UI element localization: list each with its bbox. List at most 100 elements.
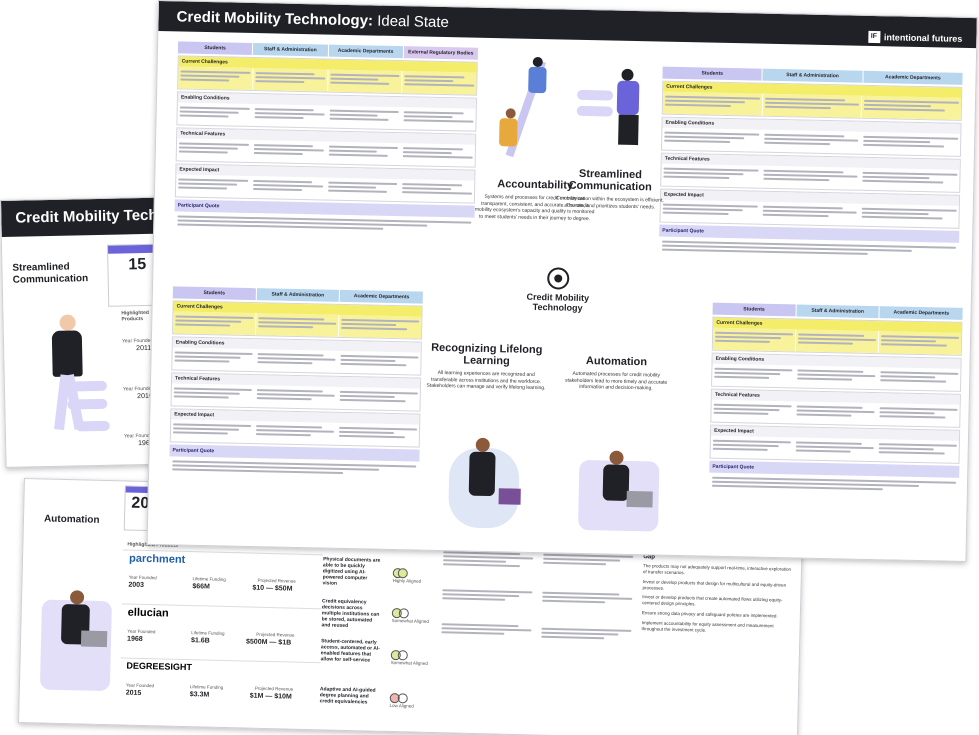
feature-label: Physical documents are able to be quickl…: [322, 556, 381, 587]
vendor-row: DEGREESIGHT Year Founded 2015 Lifetime F…: [119, 657, 321, 713]
pillar-description: Automated processes for credit mobility …: [564, 370, 668, 392]
pillar-description: All learning experiences are recognized …: [426, 370, 546, 392]
alignment-label: Low Aligned: [389, 702, 414, 709]
funding-label: Lifetime Funding: [191, 630, 225, 636]
gap-column: Gap The products may not adequately supp…: [641, 554, 793, 639]
year-founded-label: Year Founded: [121, 337, 154, 345]
main-header: Credit Mobility Technology: Ideal State …: [158, 1, 977, 49]
revenue-value: $500M — $1B: [245, 638, 292, 647]
back-sheet-title: Credit Mobility Techno: [1, 197, 160, 237]
technical-features-section: Technical Features: [175, 127, 477, 168]
funding-value: $1.6B: [190, 637, 210, 645]
column-header: Academic Departments: [879, 306, 963, 320]
revenue-label: Projected Revenue: [257, 577, 296, 584]
analysis-column: [441, 549, 534, 637]
back-sheet-streamlined-communication: Credit Mobility Techno Streamlined Commu…: [0, 196, 166, 468]
year-founded-value: 1968: [127, 635, 143, 643]
funding-label: Lifetime Funding: [192, 576, 226, 582]
center-hub: Credit Mobility Technology: [513, 267, 604, 315]
column-header: Staff & Administration: [253, 43, 328, 57]
brand: IF intentional futures: [867, 23, 963, 48]
alignment-label: Highly Aligned: [392, 578, 422, 584]
alignment-label: Somewhat Aligned: [391, 618, 429, 624]
gap-item: Invest or develop products that design f…: [642, 578, 787, 591]
funding-value: $66M: [192, 583, 210, 591]
person-at-laptop-illustration: [39, 559, 118, 711]
title-suffix: Ideal State: [372, 12, 450, 32]
accountability-quadrant: Students Staff & Administration Academic…: [174, 41, 479, 237]
analysis-column: [541, 552, 634, 642]
chat-bubble: [75, 420, 110, 432]
vendor-logo: parchment: [128, 552, 186, 566]
enabling-conditions-section: Enabling Conditions: [176, 91, 478, 132]
column-header: External Regulatory Bodies: [403, 46, 479, 60]
revenue-value: $1M — $10M: [249, 692, 292, 701]
brand-name: intentional futures: [883, 31, 963, 44]
column-header: Academic Departments: [340, 289, 423, 304]
year-founded-label: Year Founded: [125, 682, 155, 689]
technical-features-section: Technical Features: [170, 372, 422, 412]
main-sheet-ideal-state: Credit Mobility Technology: Ideal State …: [146, 0, 978, 563]
chat-bubble: [66, 380, 108, 392]
current-challenges-section: Current Challenges: [172, 300, 423, 340]
current-challenges-section: Current Challenges: [177, 55, 478, 96]
year-founded-value: 2015: [125, 689, 142, 697]
current-challenges-section: Current Challenges: [711, 316, 963, 356]
funding-label: Lifetime Funding: [189, 684, 224, 690]
year-founded-label: Year Founded: [128, 574, 157, 581]
brand-logo-icon: IF: [867, 30, 881, 43]
column-header: Staff & Administration: [762, 68, 863, 83]
current-challenges-section: Current Challenges: [661, 80, 963, 121]
climbing-people-illustration: [491, 48, 563, 169]
technical-features-section: Technical Features: [710, 388, 961, 428]
back-sheet-subtitle: Streamlined Communication: [12, 261, 89, 286]
column-header: Students: [662, 66, 763, 81]
year-founded-value: 2011: [136, 344, 152, 353]
vendor-logo: ellucian: [127, 606, 169, 620]
column-header: Staff & Administration: [796, 304, 880, 319]
chat-bubble: [67, 398, 108, 410]
enabling-conditions-section: Enabling Conditions: [171, 336, 422, 376]
chatting-people-illustration: [576, 60, 658, 162]
network-icon: [547, 267, 570, 290]
gap-item: Implement accountability for equity asse…: [641, 620, 774, 633]
laptop-person-illustration: [568, 430, 670, 542]
pillar-lifelong-learning: Recognizing Lifelong Learning All learni…: [426, 342, 547, 392]
feature-label: Adaptive and AI-guided degree planning a…: [319, 686, 376, 706]
revenue-label: Projected Revenue: [256, 631, 295, 638]
alignment-label: Somewhat Aligned: [390, 660, 428, 666]
participant-quote-body: [709, 473, 959, 498]
pillar-communication: Streamlined Communication Communication …: [555, 167, 666, 210]
alignment-indicator: Low Aligned: [389, 693, 429, 709]
gap-item: The products may not adequately support …: [642, 563, 792, 576]
alignment-indicator: Highly Aligned: [393, 568, 433, 584]
alignment-indicator: Somewhat Aligned: [391, 650, 431, 666]
title-prefix: Credit Mobility Technology:: [176, 8, 374, 30]
technical-features-section: Technical Features: [660, 152, 961, 193]
expected-impact-section: Expected Impact: [709, 424, 961, 464]
back-sheet-title: Automation: [43, 513, 100, 526]
vendor-row: parchment Year Founded 2003 Lifetime Fun…: [122, 549, 324, 605]
expected-impact-section: Expected Impact: [169, 408, 421, 448]
expected-impact-section: Expected Impact: [174, 163, 476, 204]
column-header: Students: [177, 41, 253, 55]
hub-title: Credit Mobility Technology: [526, 291, 590, 314]
expected-impact-section: Expected Impact: [659, 188, 961, 229]
column-header: Academic Departments: [863, 70, 963, 85]
pillar-title: Streamlined Communication: [568, 167, 652, 194]
gap-item: Ensure strong data privacy and safeguard…: [641, 610, 778, 619]
pillar-title: Recognizing Lifelong Learning: [431, 341, 543, 368]
alignment-indicator: Somewhat Aligned: [392, 608, 432, 624]
gap-item: Invest or develop products that create a…: [642, 594, 783, 607]
participant-quote-body: [169, 456, 419, 481]
feature-label: Student-centered, early access, automate…: [320, 638, 381, 664]
revenue-value: $10 — $50M: [252, 584, 293, 593]
communication-quadrant: Students Staff & Administration Academic…: [659, 66, 963, 263]
enabling-conditions-section: Enabling Conditions: [660, 116, 962, 157]
pillar-description: Communication within the ecosystem is ef…: [556, 195, 664, 211]
vendor-row: ellucian Year Founded 1968 Lifetime Fund…: [120, 603, 322, 659]
column-header: Students: [712, 302, 796, 317]
pillar-title: Automation: [585, 355, 648, 369]
lifelong-learning-quadrant: Students Staff & Administration Academic…: [169, 286, 423, 481]
funding-value: $3.3M: [189, 691, 210, 699]
